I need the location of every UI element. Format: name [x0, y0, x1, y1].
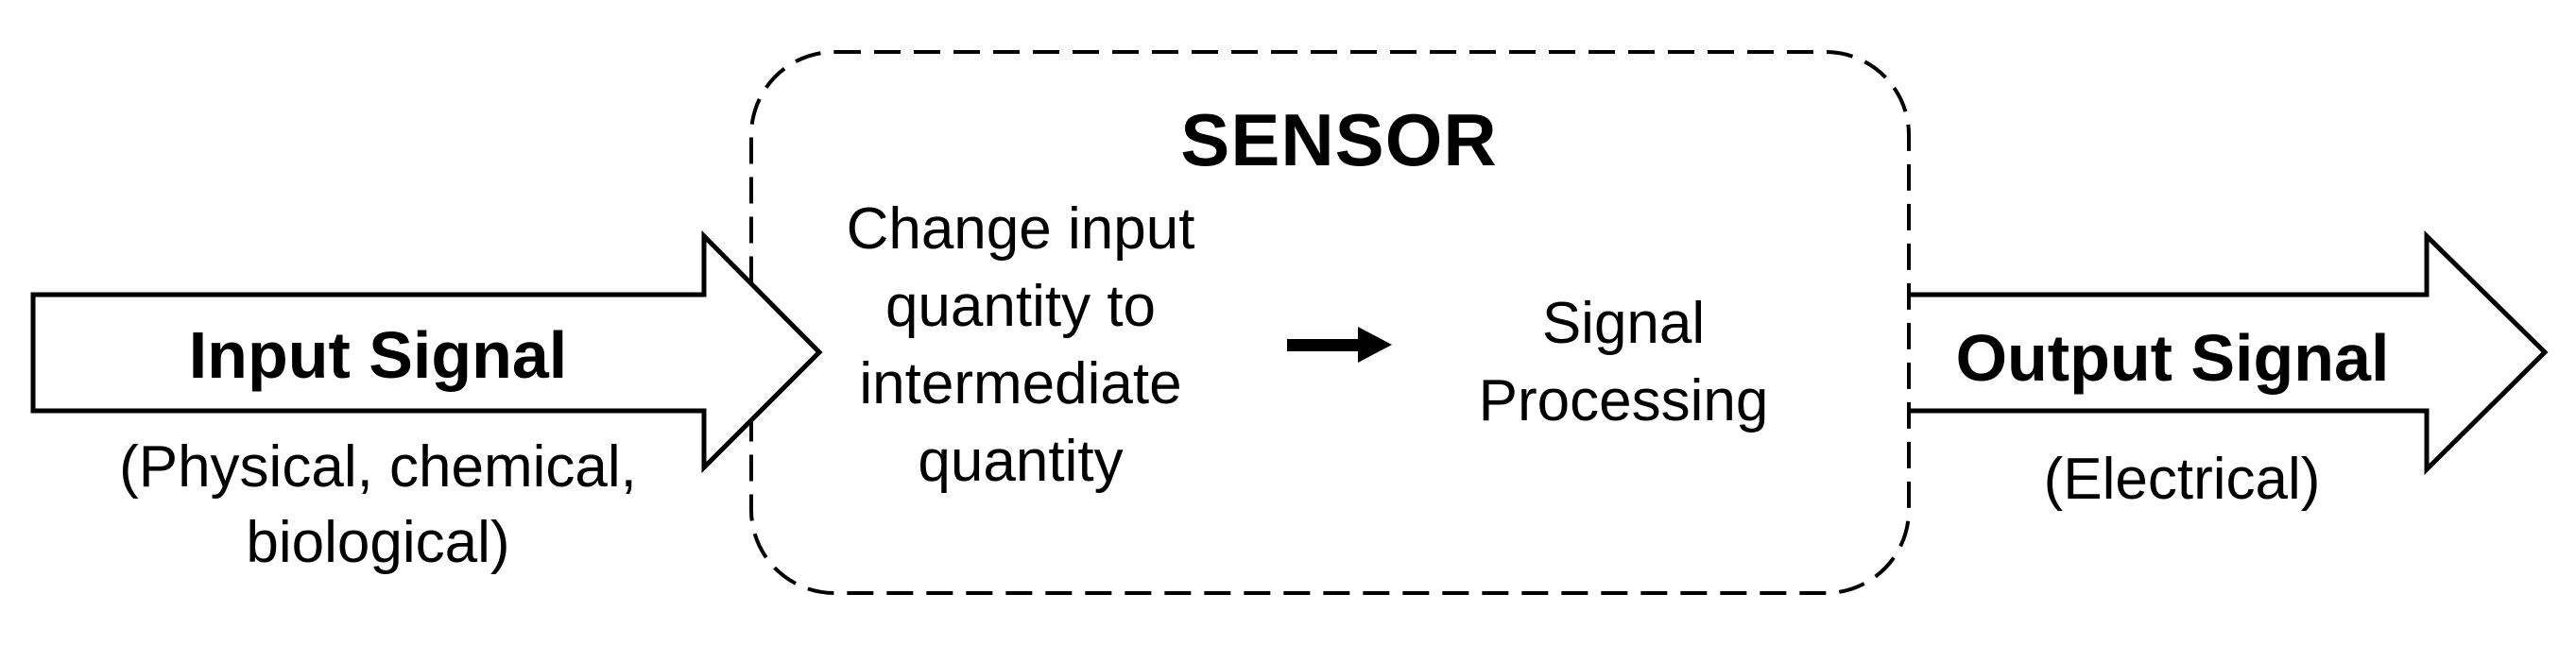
transducer-text-line1: Change input	[847, 196, 1195, 262]
sensor-title: SENSOR	[1180, 98, 1497, 181]
input-signal-label: Input Signal	[189, 318, 568, 392]
transducer-text-line4: quantity	[918, 429, 1123, 494]
input-signal-sublabel-line2: biological)	[246, 510, 509, 575]
transducer-text-line2: quantity to	[885, 274, 1156, 339]
flow-arrow-icon	[1287, 327, 1392, 363]
sensor-dashed-box	[749, 50, 1911, 595]
input-signal-sublabel-line1: (Physical, chemical,	[119, 434, 637, 500]
signal-processing-line2: Processing	[1479, 368, 1769, 433]
input-arrow-shape	[30, 229, 823, 474]
output-signal-sublabel: (Electrical)	[2044, 447, 2321, 512]
output-arrow-shape	[1911, 230, 2549, 476]
signal-processing-line1: Signal	[1542, 291, 1705, 356]
output-signal-label: Output Signal	[1956, 321, 2390, 395]
transducer-text-line3: intermediate	[859, 351, 1181, 416]
